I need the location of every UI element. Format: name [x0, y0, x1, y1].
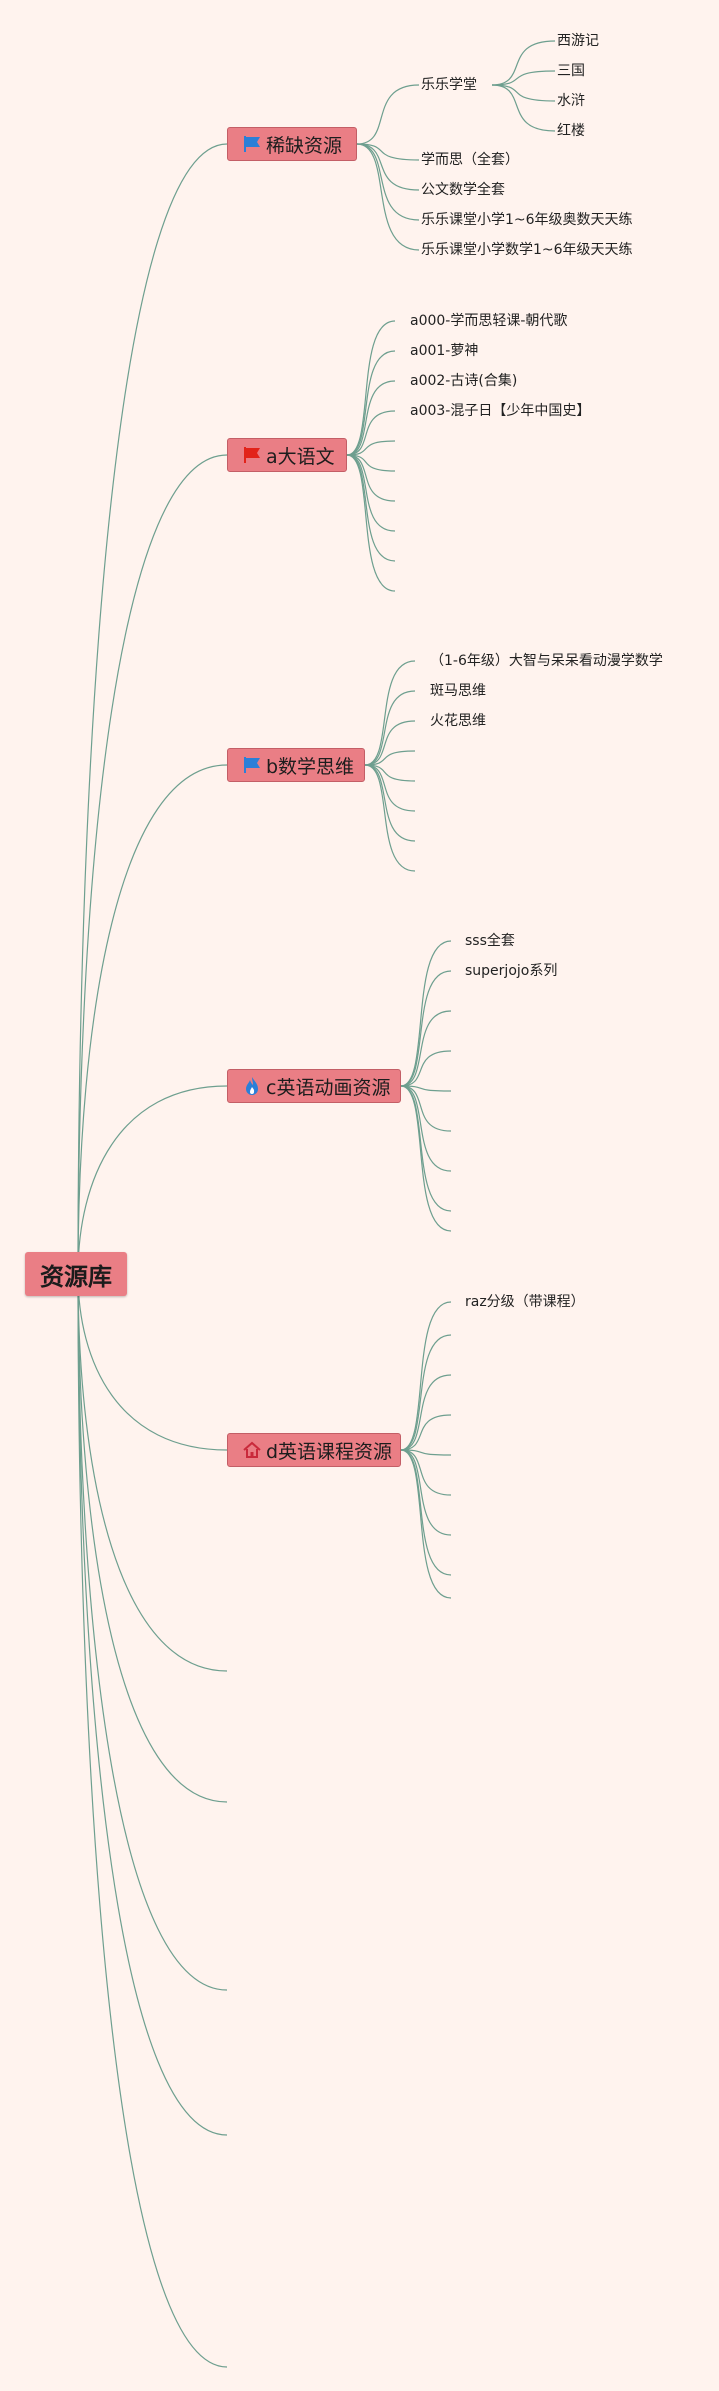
branch-edge — [356, 143, 420, 221]
leaf-banma[interactable]: 斑马思维 — [430, 683, 486, 699]
leaf-huohua[interactable]: 火花思维 — [430, 713, 486, 729]
branch-edge — [346, 454, 396, 592]
branch-edge — [346, 454, 396, 472]
leaf-lele-math-daily[interactable]: 乐乐课堂小学数学1~6年级天天练 — [421, 242, 633, 258]
leaf-a003[interactable]: a003-混子日【少年中国史】 — [410, 403, 591, 419]
branch-edge — [400, 1085, 452, 1172]
leaf-lele-xuetang[interactable]: 乐乐学堂 — [421, 77, 477, 93]
leaf-edge — [491, 70, 556, 86]
leaf-gongwen-math[interactable]: 公文数学全套 — [421, 182, 505, 198]
home-icon — [242, 1440, 262, 1460]
branch-edge — [346, 350, 396, 456]
topic-label: d英语课程资源 — [266, 1440, 393, 1463]
leaf-edge — [491, 40, 556, 86]
branch-edge — [400, 1010, 452, 1087]
topic-chinese[interactable]: a大语文 — [227, 438, 347, 472]
leaf-xiyouji[interactable]: 西游记 — [557, 33, 599, 49]
red-flag-icon — [242, 445, 262, 465]
branch-edge — [400, 1050, 452, 1087]
branch-edge — [364, 764, 416, 812]
branch-edge — [346, 454, 396, 502]
branch-edge — [400, 1449, 452, 1599]
branch-edge — [356, 143, 420, 161]
topic-english-animation[interactable]: c英语动画资源 — [227, 1069, 401, 1103]
branch-edge — [400, 1085, 452, 1232]
branch-edge — [364, 750, 416, 766]
leaf-honglou[interactable]: 红楼 — [557, 123, 585, 139]
leaf-raz[interactable]: raz分级（带课程） — [465, 1294, 585, 1310]
topic-scarce-resources[interactable]: 稀缺资源 — [227, 127, 357, 161]
branch-edge — [356, 143, 420, 191]
flame-icon — [242, 1076, 262, 1096]
branch-edge — [400, 1449, 452, 1496]
leaf-superjojo[interactable]: superjojo系列 — [465, 963, 558, 979]
branch-edge — [364, 660, 416, 766]
root-edge — [77, 1273, 228, 1991]
branch-edge — [364, 690, 416, 766]
branch-edge — [400, 1301, 452, 1451]
blue-flag-icon — [242, 134, 262, 154]
leaf-sanguo[interactable]: 三国 — [557, 63, 585, 79]
blue-flag-icon — [242, 755, 262, 775]
root-edge — [77, 1273, 228, 1803]
branch-edge — [364, 764, 416, 872]
branch-edge — [400, 940, 452, 1087]
branch-edge — [400, 1085, 452, 1092]
branch-edge — [356, 143, 420, 251]
root-edge — [77, 1085, 228, 1275]
branch-edge — [346, 410, 396, 456]
branch-edge — [364, 720, 416, 766]
branch-edge — [356, 84, 420, 145]
leaf-sss[interactable]: sss全套 — [465, 933, 515, 949]
branch-edge — [346, 380, 396, 456]
topic-label: c英语动画资源 — [266, 1076, 391, 1099]
leaf-edge — [491, 84, 556, 132]
root-edge — [77, 1273, 228, 2368]
branch-edge — [346, 440, 396, 456]
leaf-a001[interactable]: a001-萝神 — [410, 343, 479, 359]
leaf-a002[interactable]: a002-古诗(合集) — [410, 373, 518, 389]
leaf-a000[interactable]: a000-学而思轻课-朝代歌 — [410, 313, 568, 329]
leaf-xueersi[interactable]: 学而思（全套） — [421, 152, 519, 168]
topic-english-courses[interactable]: d英语课程资源 — [227, 1433, 401, 1467]
root-edge — [77, 1273, 228, 1451]
branch-edge — [346, 320, 396, 456]
topic-math-thinking[interactable]: b数学思维 — [227, 748, 365, 782]
branch-edge — [364, 764, 416, 782]
root-edge — [77, 143, 228, 1275]
branch-edge — [400, 1449, 452, 1456]
root-label: 资源库 — [40, 1262, 112, 1291]
root-edge — [77, 1273, 228, 1672]
leaf-lele-aoshu[interactable]: 乐乐课堂小学1~6年级奥数天天练 — [421, 212, 633, 228]
topic-label: b数学思维 — [266, 755, 355, 778]
branch-edge — [400, 970, 452, 1087]
topic-label: a大语文 — [266, 445, 335, 468]
branch-edge — [400, 1374, 452, 1451]
branch-edge — [400, 1449, 452, 1536]
branch-edge — [400, 1085, 452, 1132]
branch-edge — [400, 1414, 452, 1451]
topic-label: 稀缺资源 — [266, 134, 343, 157]
root-edge — [77, 1273, 228, 2136]
root-edge — [77, 454, 228, 1275]
root-edge — [77, 764, 228, 1275]
leaf-dazhi-daidai[interactable]: （1-6年级）大智与呆呆看动漫学数学 — [430, 653, 663, 669]
leaf-shuihu[interactable]: 水浒 — [557, 93, 585, 109]
leaf-edge — [491, 84, 556, 102]
root-node[interactable]: 资源库 — [25, 1252, 127, 1296]
branch-edge — [400, 1334, 452, 1451]
